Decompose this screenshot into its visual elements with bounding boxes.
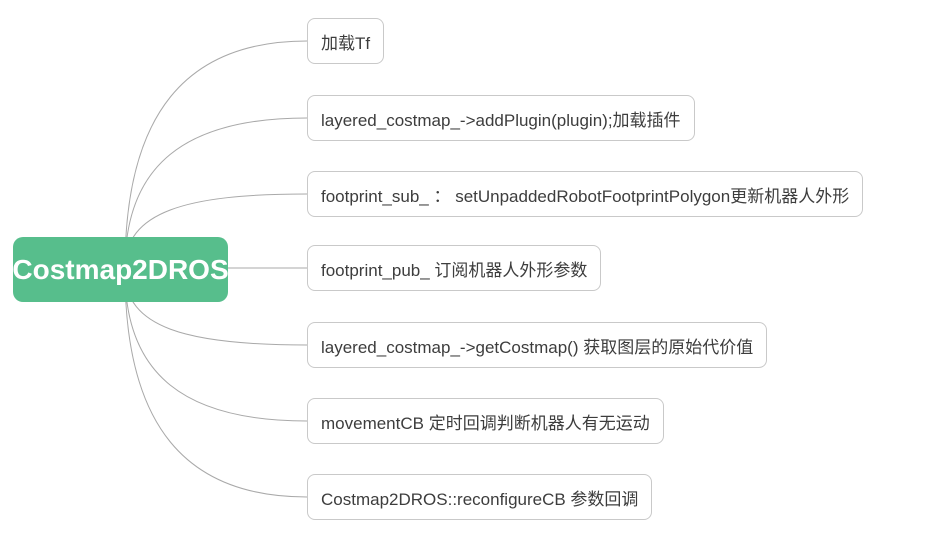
node-movement-cb[interactable]: movementCB 定时回调判断机器人有无运动 bbox=[307, 398, 664, 444]
node-add-plugin[interactable]: layered_costmap_->addPlugin(plugin);加载插件 bbox=[307, 95, 695, 141]
node-load-tf[interactable]: 加载Tf bbox=[307, 18, 385, 64]
node-get-costmap[interactable]: layered_costmap_->getCostmap() 获取图层的原始代价… bbox=[307, 322, 768, 368]
connector-line-reconfigure-cb bbox=[124, 271, 308, 498]
node-reconfigure-cb[interactable]: Costmap2DROS::reconfigureCB 参数回调 bbox=[307, 474, 653, 520]
connector-line-movement-cb bbox=[124, 271, 308, 422]
connector-line-add-plugin bbox=[124, 117, 308, 269]
node-footprint-sub[interactable]: footprint_sub_ ： setUnpaddedRobotFootpri… bbox=[307, 171, 864, 217]
node-footprint-pub[interactable]: footprint_pub_ 订阅机器人外形参数 bbox=[307, 245, 602, 291]
connector-line-load-tf bbox=[124, 40, 308, 269]
root-node-costmap2dros[interactable]: Costmap2DROS bbox=[12, 237, 229, 302]
